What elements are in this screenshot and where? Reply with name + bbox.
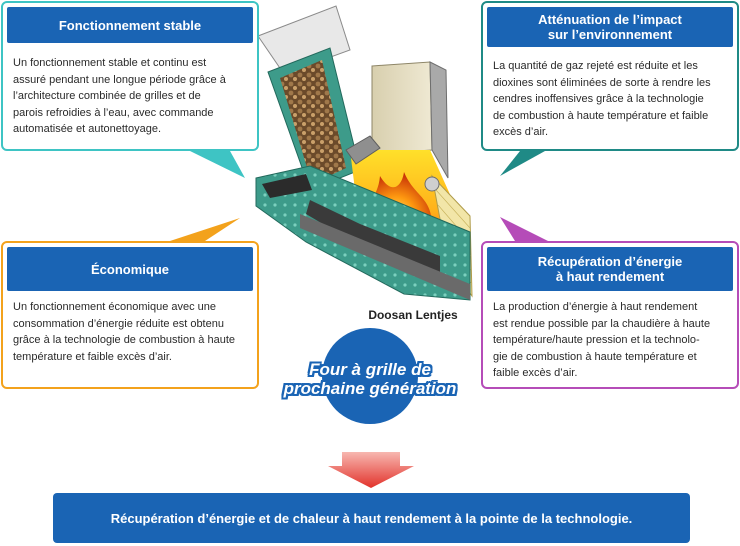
pointer-economic [170, 218, 240, 241]
card-description: La quantité de gaz rejeté est réduite et… [493, 60, 711, 138]
down-arrow [328, 452, 414, 488]
card-title: Économique [7, 247, 253, 291]
conclusion-banner: Récupération d’énergie et de chaleur à h… [53, 493, 690, 543]
grate-bed [306, 200, 440, 272]
feature-card-economic: Économique Un fonctionnement économique … [1, 241, 259, 389]
boiler-stack [371, 61, 433, 155]
feature-card-energy: Récupération d’énergie à haut rendement … [481, 241, 739, 389]
brand-label: Doosan Lentjes [368, 308, 458, 322]
card-title: Récupération d’énergie à haut rendement [487, 247, 733, 291]
center-circle [322, 328, 418, 424]
pointer-energy [500, 217, 548, 241]
card-description: La production d’énergie à haut rendement… [493, 301, 711, 379]
feature-card-stable: Fonctionnement stable Un fonctionnement … [1, 1, 259, 151]
card-title: Fonctionnement stable [7, 7, 253, 43]
card-title: Atténuation de l’impact sur l’environnem… [487, 7, 733, 47]
pointer-environment [500, 151, 545, 176]
feature-card-environment: Atténuation de l’impact sur l’environnem… [481, 1, 739, 151]
center-title: Four à grille de prochaine génération [283, 360, 457, 398]
card-description: Un fonctionnement économique avec une co… [13, 301, 235, 363]
card-description: Un fonctionnement stable et continu est … [13, 57, 226, 135]
pointer-stable [190, 151, 245, 178]
waste-column [280, 60, 346, 184]
